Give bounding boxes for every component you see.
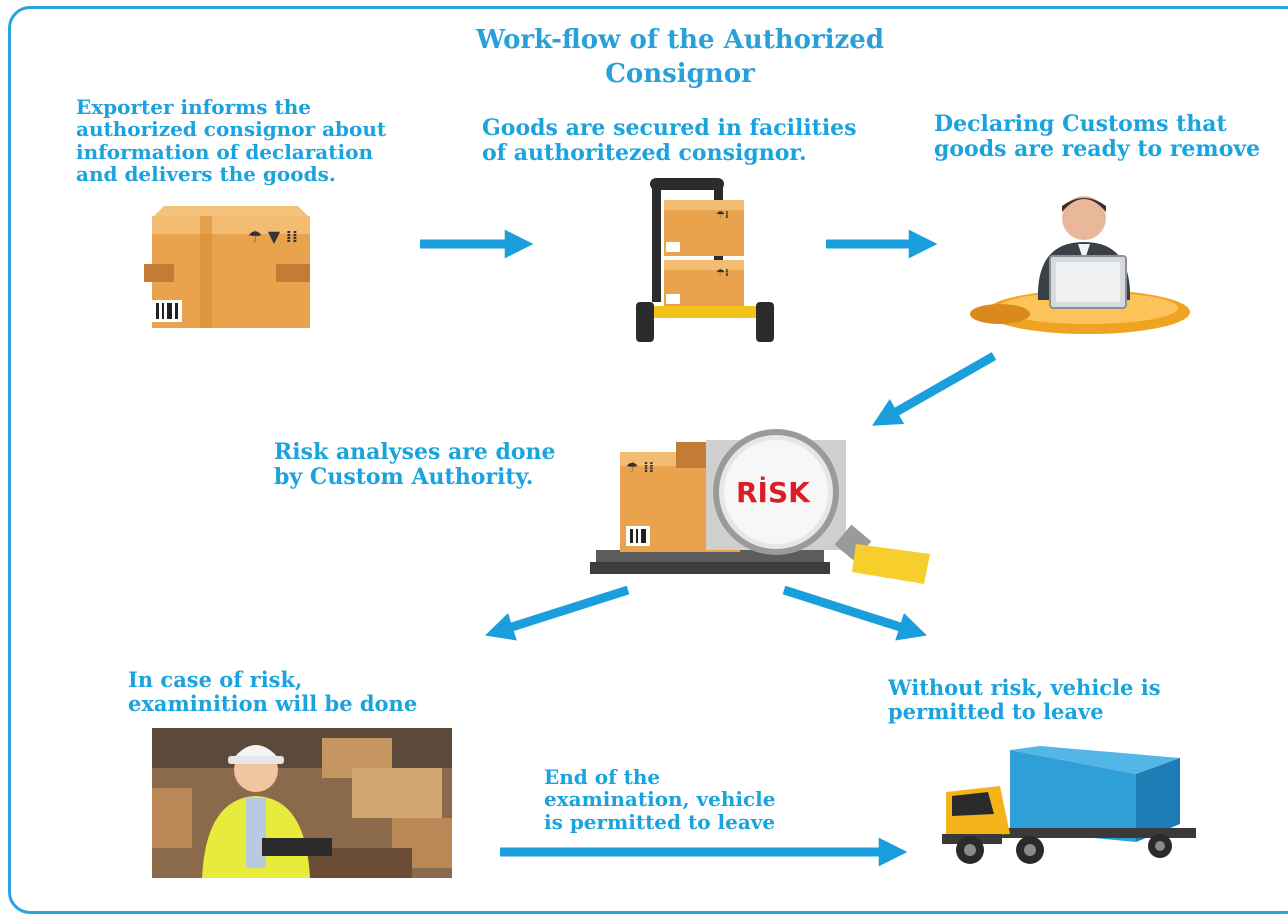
step-text-line: examinition will be done <box>128 690 418 716</box>
title-line-1: Work-flow of the Authorized <box>475 25 885 55</box>
arrow-risk-to-examination <box>485 585 630 641</box>
title-line-2: Consignor <box>605 58 755 89</box>
step-text-line: Exporter informs the <box>76 95 311 119</box>
svg-text:☂ ⁞⁞: ☂ ⁞⁞ <box>626 460 654 476</box>
box-icon: ☂ ▼ ⁞⁞ <box>144 206 310 328</box>
person-laptop-icon <box>970 196 1190 334</box>
step-text-line: examination, vehicle <box>544 787 776 812</box>
svg-text:☂⁞: ☂⁞ <box>716 268 729 279</box>
step-exporter-text: Exporter informs the authorized consigno… <box>76 96 386 186</box>
worker-photo <box>152 728 452 878</box>
step-text-line: goods are ready to remove <box>934 135 1261 162</box>
step-risk-case-text: In case of risk, examinition will be don… <box>128 668 417 715</box>
svg-text:☂ ▼ ⁞⁞: ☂ ▼ ⁞⁞ <box>248 227 298 246</box>
svg-text:☂⁞: ☂⁞ <box>716 210 729 221</box>
step-risk-analysis-text: Risk analyses are done by Custom Authori… <box>274 440 556 489</box>
step-text-line: by Custom Authority. <box>274 463 534 490</box>
step-text-line: Declaring Customs that <box>934 111 1227 137</box>
diagram-title: Work-flow of the Authorized Consignor <box>400 24 960 92</box>
truck-icon <box>942 746 1196 864</box>
step-secured-text: Goods are secured in facilities of autho… <box>482 116 857 165</box>
step-text-line: information of declaration <box>76 139 373 164</box>
step-text-line: Risk analyses are done <box>274 439 556 465</box>
step-text-line: Goods are secured in facilities <box>482 115 857 141</box>
step-text-line: In case of risk, <box>128 667 303 692</box>
step-text-line: authorized consignor about <box>76 117 387 142</box>
step-text-line: is permitted to leave <box>544 809 776 834</box>
step-text-line: of authoritezed consignor. <box>482 139 807 166</box>
arrow-declaring-to-risk <box>871 352 997 426</box>
step-text-line: Without risk, vehicle is <box>888 675 1161 700</box>
diagram-border <box>8 6 1288 914</box>
risk-magnifier-icon: ☂ ⁞⁞ RİSK <box>590 429 930 584</box>
step-text-line: and delivers the goods. <box>76 162 336 187</box>
step-declaring-text: Declaring Customs that goods are ready t… <box>934 112 1260 161</box>
arrow-risk-to-no-risk <box>782 585 927 641</box>
step-end-examination-text: End of the examination, vehicle is permi… <box>544 765 776 834</box>
step-no-risk-text: Without risk, vehicle is permitted to le… <box>888 676 1161 723</box>
step-text-line: End of the <box>544 765 661 789</box>
risk-label: RİSK <box>736 475 811 509</box>
step-text-line: permitted to leave <box>888 698 1104 724</box>
hand-truck-icon: ☂⁞ ☂⁞ <box>636 178 774 342</box>
